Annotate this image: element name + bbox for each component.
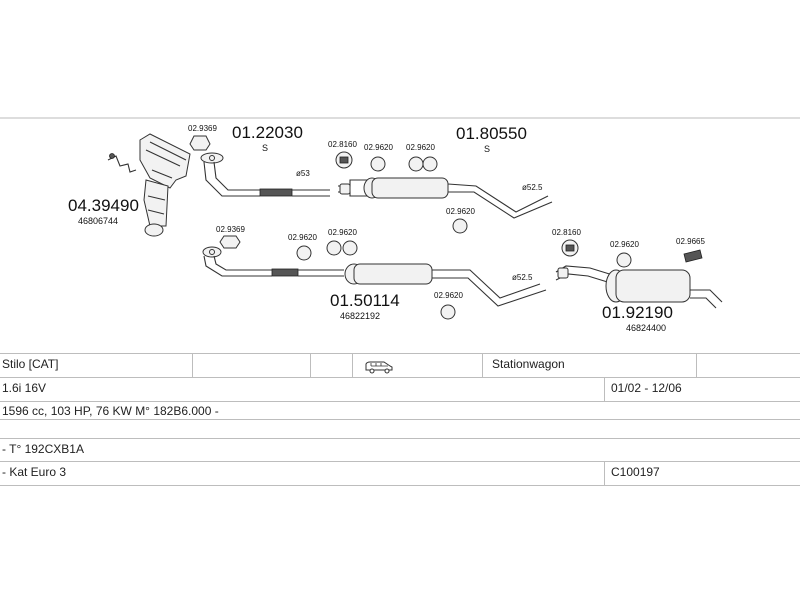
emission-note: - Kat Euro 3: [2, 465, 67, 479]
part-suffix: S: [484, 144, 490, 154]
rear-silencer: 02.8160 02.9620 02.9665 01.92190 4682440…: [552, 228, 723, 333]
part-code-catalyst: 04.39490: [68, 196, 139, 215]
front-pipe: 02.9369 01.22030 S ø53: [188, 123, 330, 197]
centre-silencer-upper: 02.8160 02.9620 02.9620 01.80550 S ø52.5…: [328, 124, 553, 234]
part-ref-centre-silencer-2: 46822192: [340, 311, 380, 321]
part-ref-catalyst: 46806744: [78, 216, 118, 226]
part-code-front-pipe: 01.22030: [232, 123, 303, 142]
type-code: - T° 192CXB1A: [2, 442, 84, 456]
manifold-catalyst: 04.39490 46806744: [68, 133, 191, 237]
small-code-label: 02.9620: [364, 143, 393, 152]
pipe-diameter: ø52.5: [522, 183, 543, 192]
small-code-label: 02.9620: [328, 228, 357, 237]
catalog-code: C100197: [611, 465, 660, 479]
exhaust-diagram: 04.39490 46806744 02.9369 01.22030 S ø53…: [0, 117, 800, 333]
small-code-label: 02.9665: [676, 237, 705, 246]
engine-specs: 1596 cc, 103 HP, 76 KW M° 182B6.000 -: [2, 404, 219, 418]
model-name: Stilo [CAT]: [2, 357, 59, 371]
part-code-rear-silencer: 01.92190: [602, 303, 673, 322]
small-code-label: 02.9369: [188, 124, 217, 133]
part-suffix: S: [262, 143, 268, 153]
body-type: Stationwagon: [492, 357, 565, 371]
part-code-centre-silencer-2: 01.50114: [330, 291, 400, 310]
small-code-label: 02.9620: [434, 291, 463, 300]
small-code-label: 02.8160: [328, 140, 357, 149]
small-code-label: 02.9620: [446, 207, 475, 216]
pipe-diameter: ø52.5: [512, 273, 533, 282]
small-code-label: 02.9620: [610, 240, 639, 249]
pipe-diameter: ø53: [296, 169, 310, 178]
centre-silencer-lower: 02.9369 02.9620 02.9620 ø52.5 01.50114 4…: [202, 225, 547, 321]
small-code-label: 02.9620: [406, 143, 435, 152]
production-period: 01/02 - 12/06: [611, 381, 682, 395]
small-code-label: 02.8160: [552, 228, 581, 237]
small-code-label: 02.9620: [288, 233, 317, 242]
engine: 1.6i 16V: [2, 381, 47, 395]
part-ref-rear-silencer: 46824400: [626, 323, 666, 333]
part-code-centre-silencer: 01.80550: [456, 124, 527, 143]
van-icon: [365, 361, 393, 374]
small-code-label: 02.9369: [216, 225, 245, 234]
